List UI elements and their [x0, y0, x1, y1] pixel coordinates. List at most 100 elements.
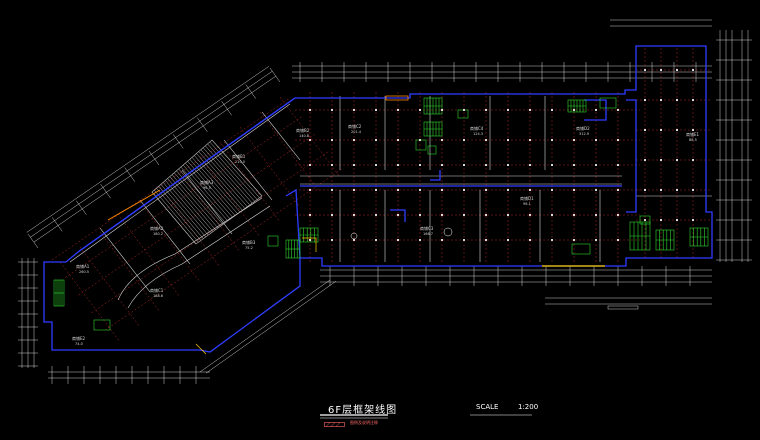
- column-icon: [660, 219, 662, 221]
- column-icon: [573, 109, 575, 111]
- column-icon: [617, 164, 619, 166]
- column-icon: [617, 214, 619, 216]
- column-icon: [309, 139, 311, 141]
- scale-value: 1:200: [518, 403, 539, 411]
- axis-line: [219, 141, 281, 223]
- room-area: 74.0: [75, 342, 83, 346]
- column-icon: [397, 109, 399, 111]
- hatch-line: [189, 159, 238, 214]
- column-icon: [676, 99, 678, 101]
- axis-line: [51, 97, 291, 261]
- door-swing: [443, 227, 453, 237]
- column-icon: [573, 139, 575, 141]
- column-icon: [617, 239, 619, 241]
- column-icon: [441, 239, 443, 241]
- stair-icon: [629, 221, 651, 251]
- axis-line: [91, 150, 330, 313]
- column-icon: [309, 214, 311, 216]
- axis-line: [239, 126, 301, 208]
- column-icon: [353, 239, 355, 241]
- column-icon: [375, 189, 377, 191]
- room-name: 商铺D1: [520, 195, 534, 201]
- hatch-line: [207, 143, 258, 200]
- column-icon: [331, 214, 333, 216]
- dimension-tick: [100, 184, 111, 199]
- stair-icon: [689, 227, 709, 247]
- column-icon: [331, 139, 333, 141]
- room-area: 140.8: [299, 134, 309, 138]
- hatch-line: [162, 182, 209, 236]
- column-icon: [463, 164, 465, 166]
- axis-line: [59, 261, 121, 343]
- stair-icon: [423, 121, 443, 137]
- elevator-icon: [267, 235, 279, 247]
- partition-wall: [69, 103, 291, 263]
- room-name: 商铺B2: [296, 127, 310, 133]
- column-icon: [595, 164, 597, 166]
- column-icon: [507, 164, 509, 166]
- column-icon: [692, 219, 694, 221]
- hatch-line: [151, 191, 197, 245]
- stair-icon: [655, 229, 675, 251]
- hatch-line: [174, 172, 221, 227]
- column-icon: [551, 214, 553, 216]
- room-area: 96.1: [523, 202, 531, 206]
- dimension-tick: [124, 167, 135, 182]
- axis-line: [279, 96, 341, 178]
- column-icon: [660, 159, 662, 161]
- room-name: 商铺D2: [576, 125, 590, 131]
- room-area: 166.7: [423, 232, 433, 236]
- dimension-line: [199, 279, 331, 373]
- room-name: 商铺A3: [200, 179, 214, 185]
- hatch-line: [165, 180, 211, 234]
- column-icon: [419, 214, 421, 216]
- column-icon: [660, 99, 662, 101]
- column-icon: [573, 214, 575, 216]
- columns: [309, 69, 694, 241]
- room-labels: 商铺A1260.5商铺A2180.2商铺A396.5商铺B1210.0商铺B21…: [72, 123, 700, 346]
- axis-line: [119, 216, 181, 298]
- dimension-tick: [221, 101, 232, 116]
- column-icon: [441, 109, 443, 111]
- inner-wall: [430, 170, 441, 181]
- room-name: 商铺E2: [72, 335, 86, 341]
- column-icon: [441, 139, 443, 141]
- stair-icon: [423, 97, 443, 115]
- column-icon: [644, 69, 646, 71]
- column-icon: [692, 129, 694, 131]
- column-icon: [692, 99, 694, 101]
- accent-line: [107, 189, 161, 221]
- column-icon: [507, 139, 509, 141]
- curved-corridor: [127, 205, 271, 309]
- dimension-tick: [173, 134, 184, 149]
- column-icon: [551, 139, 553, 141]
- column-icon: [595, 189, 597, 191]
- curved-corridor: [117, 197, 263, 301]
- column-icon: [676, 159, 678, 161]
- axis-line: [259, 111, 321, 193]
- column-icon: [441, 164, 443, 166]
- stair-icon: [285, 239, 301, 259]
- room-area: 312.9: [579, 132, 589, 136]
- room-area: 188.6: [153, 294, 163, 298]
- column-icon: [529, 214, 531, 216]
- column-icon: [551, 109, 553, 111]
- column-icon: [595, 109, 597, 111]
- hatch-line: [185, 162, 233, 218]
- dimension-tick: [245, 84, 256, 99]
- hatched-outline: [151, 139, 263, 245]
- column-icon: [485, 214, 487, 216]
- column-icon: [419, 189, 421, 191]
- partition-wall: [181, 169, 233, 235]
- room-area: 124.3: [473, 132, 483, 136]
- column-icon: [463, 189, 465, 191]
- column-icon: [309, 189, 311, 191]
- column-icon: [529, 164, 531, 166]
- accent-line: [195, 343, 207, 355]
- column-icon: [595, 139, 597, 141]
- partition-wall: [223, 139, 273, 201]
- room-area: 180.2: [153, 232, 163, 236]
- hatch-line: [167, 178, 214, 232]
- column-icon: [551, 164, 553, 166]
